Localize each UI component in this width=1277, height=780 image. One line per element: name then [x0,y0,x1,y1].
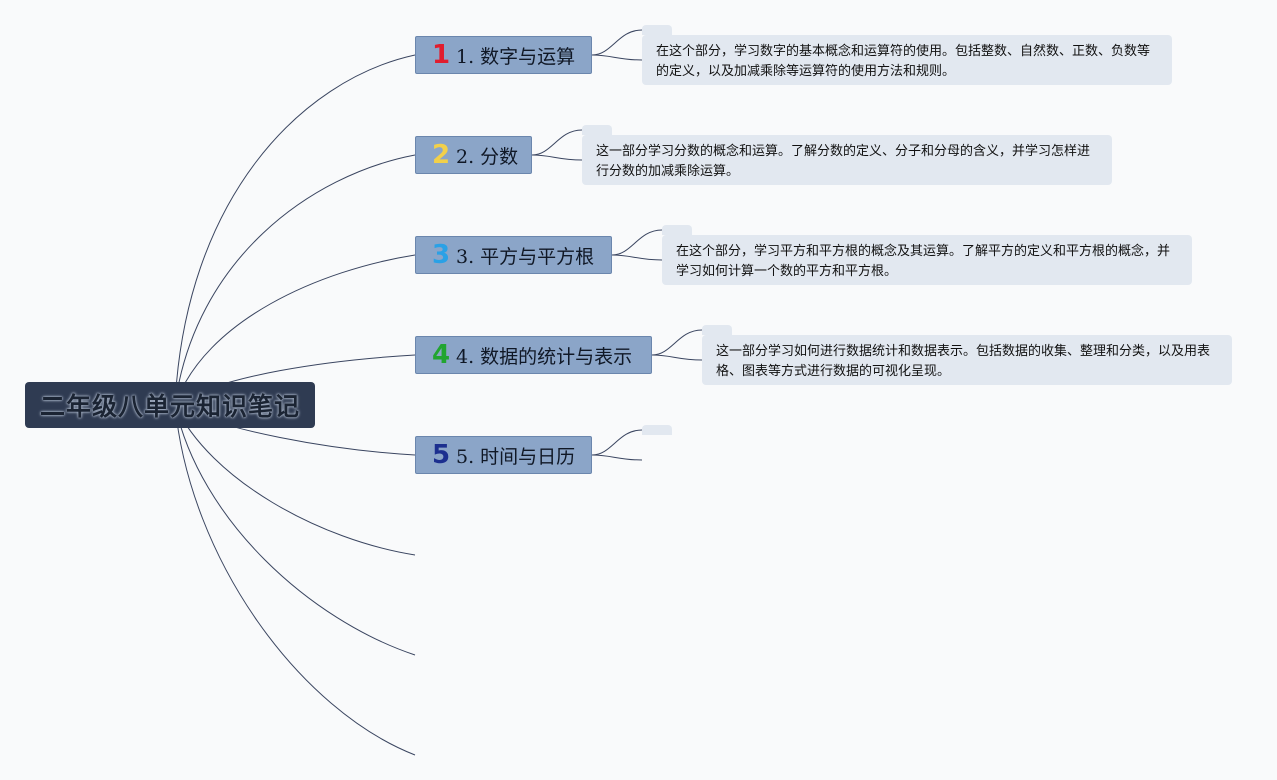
connector-root-branch-6 [174,404,416,556]
connector-topic-4-desc [651,354,703,361]
connector-topic-5-tab [591,429,643,456]
detail-tab [642,425,672,435]
detail-tab [702,325,732,335]
description-text: 在这个部分，学习数字的基本概念和运算符的使用。包括整数、自然数、正数、负数等的定… [656,44,1151,79]
topic-node-3[interactable]: 3 3. 平方与平方根 [415,236,612,274]
topic-label: 2. 分数 [456,145,519,168]
connector-root-topic-1 [174,54,416,406]
topic-node-5[interactable]: 5 5. 时间与日历 [415,436,592,474]
topic-label: 3. 平方与平方根 [456,245,595,268]
topic-node-4[interactable]: 4 4. 数据的统计与表示 [415,336,652,374]
topic-node-2[interactable]: 2 2. 分数 [415,136,532,174]
number-1-icon: 1 [432,40,451,70]
connector-topic-4-tab [651,329,703,356]
connector-topic-1-desc [591,54,643,61]
root-node[interactable]: 二年级八单元知识笔记 [25,382,315,428]
topic-description-3[interactable]: 在这个部分，学习平方和平方根的概念及其运算。了解平方的定义和平方根的概念，并学习… [662,235,1192,285]
connector-topic-2-desc [531,154,583,161]
number-2-icon: 2 [432,140,451,170]
connector-root-topic-2 [174,154,416,406]
detail-tab [662,225,692,235]
topic-label: 5. 时间与日历 [456,445,576,468]
root-title: 二年级八单元知识笔记 [39,392,300,421]
description-text: 这一部分学习如何进行数据统计和数据表示。包括数据的收集、整理和分类，以及用表格、… [716,344,1211,379]
number-5-icon: 5 [432,440,451,470]
connector-root-branch-7 [174,404,416,656]
number-4-icon: 4 [432,340,451,370]
number-3-icon: 3 [432,240,451,270]
topic-node-1[interactable]: 1 1. 数字与运算 [415,36,592,74]
connector-topic-1-tab [591,29,643,56]
connector-topic-5-desc [591,454,643,461]
connector-topic-3-tab [611,229,663,256]
detail-tab [582,125,612,135]
description-text: 这一部分学习分数的概念和运算。了解分数的定义、分子和分母的含义，并学习怎样进行分… [596,144,1091,179]
detail-tab [642,25,672,35]
topic-label: 4. 数据的统计与表示 [456,345,633,368]
connector-root-topic-3 [174,254,416,406]
topic-label: 1. 数字与运算 [456,45,576,68]
connector-topic-2-tab [531,129,583,156]
topic-description-2[interactable]: 这一部分学习分数的概念和运算。了解分数的定义、分子和分母的含义，并学习怎样进行分… [582,135,1112,185]
topic-description-1[interactable]: 在这个部分，学习数字的基本概念和运算符的使用。包括整数、自然数、正数、负数等的定… [642,35,1172,85]
description-text: 在这个部分，学习平方和平方根的概念及其运算。了解平方的定义和平方根的概念，并学习… [676,244,1171,279]
topic-description-4[interactable]: 这一部分学习如何进行数据统计和数据表示。包括数据的收集、整理和分类，以及用表格、… [702,335,1232,385]
connector-topic-3-desc [611,254,663,261]
connector-root-branch-8 [174,404,416,756]
